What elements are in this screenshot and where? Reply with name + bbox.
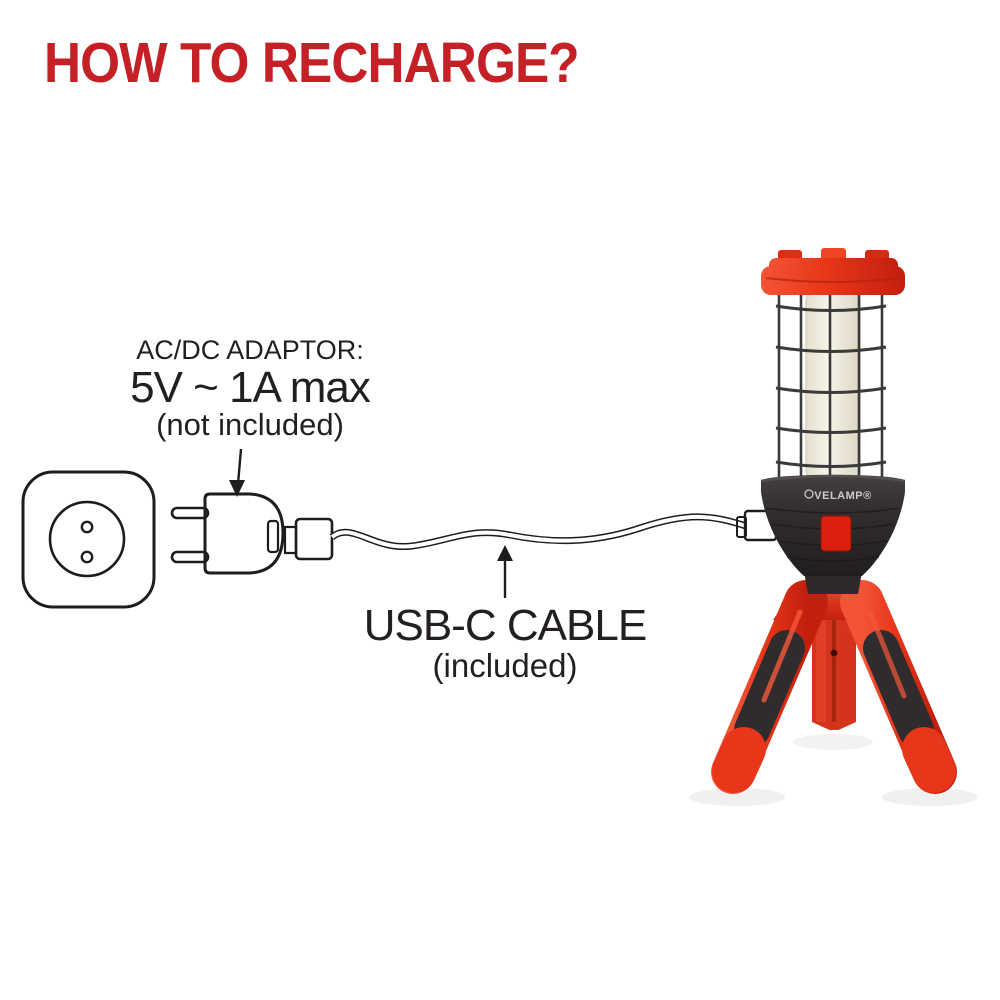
right-leg-edge-highlight	[867, 609, 907, 699]
led-tube	[805, 289, 861, 483]
adaptor-annotation: AC/DC ADAPTOR: 5V ~ 1A max (not included…	[110, 336, 390, 442]
power-button[interactable]	[820, 515, 852, 552]
socket-well	[48, 500, 126, 578]
center-leg-highlight	[816, 596, 826, 722]
shadow-left-foot	[689, 788, 785, 806]
cable-annotation-label: USB-C CABLE	[363, 601, 647, 650]
center-leg-screw	[830, 649, 838, 657]
usb-a-plug-tip	[283, 525, 298, 555]
work-light-product: VELAMP®	[689, 248, 978, 806]
wall-socket-drawing	[21, 470, 156, 609]
cage-ring-5	[775, 460, 887, 468]
cage-ring-2	[775, 345, 887, 353]
lamp-head: VELAMP®	[760, 474, 906, 576]
socket-hole-bottom	[80, 550, 94, 564]
cage-ring-1	[775, 304, 887, 312]
tripod-center-leg	[812, 588, 856, 732]
cable-annotation: USB-C CABLE (included)	[355, 601, 655, 684]
lamp-neck	[804, 572, 862, 594]
head-ridge-4	[786, 556, 880, 562]
socket-plate	[21, 470, 156, 609]
center-leg-notch	[812, 722, 856, 732]
adaptor-annotation-note: (not included)	[156, 407, 344, 443]
cable-core	[330, 514, 747, 549]
cable-arrow	[497, 545, 513, 598]
left-leg-edge-highlight	[761, 609, 803, 703]
tripod-right-leg	[840, 580, 957, 794]
shadow-center-leg	[793, 734, 873, 750]
adaptor-usb-port	[266, 519, 280, 554]
velamp-logo-icon	[804, 489, 814, 499]
cable-outline	[329, 513, 748, 551]
socket-hole-top	[80, 520, 94, 534]
shadow-right-foot	[882, 788, 978, 806]
usb-cable-drawing	[283, 509, 787, 561]
right-leg-foot	[902, 727, 956, 793]
protective-cage	[775, 294, 887, 483]
cable-arrow-head	[497, 545, 513, 561]
left-leg-foot	[712, 727, 766, 793]
adaptor-prong-bottom	[170, 550, 210, 564]
adaptor-annotation-spec: 5V ~ 1A max	[130, 362, 371, 412]
cap-groove	[765, 277, 901, 283]
adaptor-annotation-heading: AC/DC ADAPTOR:	[136, 335, 364, 365]
usb-a-plug-body	[294, 517, 334, 561]
adaptor-arrow-head	[229, 480, 245, 497]
adaptor-arrow	[229, 448, 245, 497]
adaptor-arrow-shaft	[236, 448, 243, 485]
cable-annotation-note: (included)	[432, 646, 578, 684]
adaptor-prong-top	[170, 506, 210, 520]
cap-base	[761, 266, 905, 295]
velamp-logo-text: VELAMP®	[814, 490, 871, 502]
head-top-rim	[760, 474, 906, 483]
ac-dc-adaptor-drawing	[170, 492, 285, 575]
tripod-left-leg	[711, 580, 828, 794]
page-title: HOW TO RECHARGE?	[44, 31, 580, 95]
cage-ring-3	[775, 386, 887, 394]
lamp-top-cap	[761, 248, 905, 295]
adaptor-body	[203, 492, 285, 575]
head-ridge-1	[765, 507, 901, 514]
cage-ring-4	[775, 426, 887, 434]
